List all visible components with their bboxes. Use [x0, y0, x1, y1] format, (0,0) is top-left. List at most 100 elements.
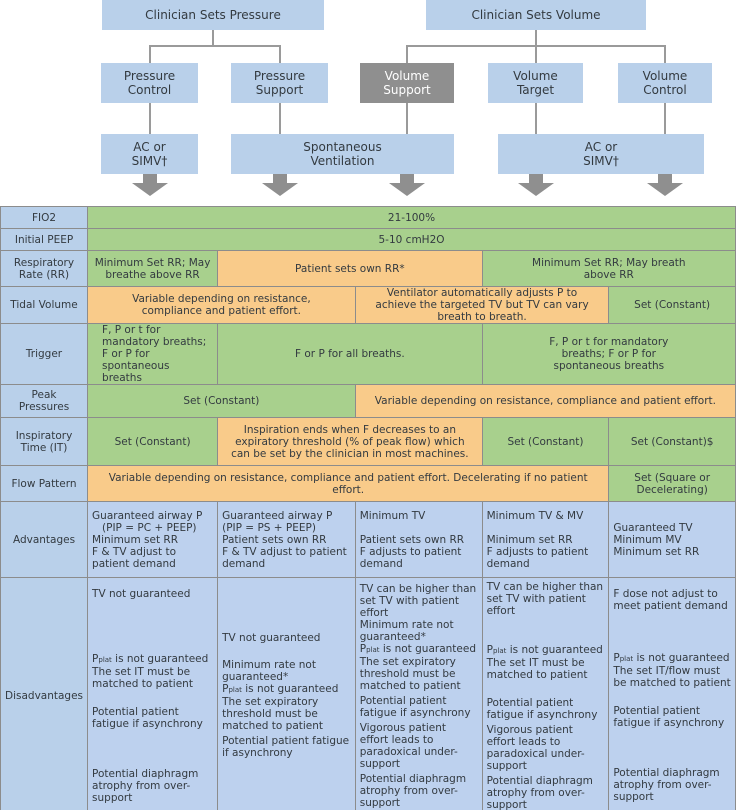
text-line: Vigorous patient effort leads to paradox…	[359, 721, 458, 770]
cell-value: 21-100%	[87, 206, 736, 229]
text-line: The set expiratory threshold must be mat…	[359, 655, 461, 692]
text-line: Vigorous patient effort leads to paradox…	[486, 723, 585, 772]
cell-value: Minimum Set RR; May breathe above RR	[87, 250, 219, 287]
cell-value: F dose not adjust to meet patient demand…	[608, 577, 736, 810]
text-line: Pplat is not guaranteed	[92, 653, 213, 666]
text-line: F adjusts to patient demand	[486, 545, 589, 570]
text-line: F adjusts to patient demand	[359, 545, 462, 570]
cell-value: F or P for all breaths.	[217, 323, 483, 385]
text-line: (PIP = PC + PEEP)	[102, 521, 197, 534]
text-line: Guaranteed airway P	[92, 509, 203, 522]
cell-value: Inspiration ends when F decreases to an …	[217, 417, 483, 466]
connector	[406, 103, 408, 134]
down-arrow-icon	[518, 174, 554, 196]
text-line: Potential patient fatigue if asynchrony	[359, 694, 471, 719]
comparison-table: FIO2 21-100% Initial PEEP 5-10 cmH2O Res…	[0, 206, 736, 810]
cell-value: F, P or t for mandatory breaths; F or P …	[481, 323, 736, 385]
pplat-text: is not guaranteed	[382, 642, 476, 655]
cell-value: Patient sets own RR*	[217, 250, 483, 287]
row-label: Inspiratory Time (IT)	[0, 417, 89, 466]
connector	[664, 45, 666, 63]
connector	[664, 103, 666, 134]
row-tidal-volume: Tidal Volume Variable depending on resis…	[0, 286, 736, 324]
connector	[149, 45, 280, 47]
row-label: Tidal Volume	[0, 286, 89, 324]
text-line: TV can be higher than set TV with patien…	[359, 582, 477, 619]
row-inspiratory-time: Inspiratory Time (IT) Set (Constant) Ins…	[0, 417, 736, 466]
text-line: F dose not adjust to meet patient demand	[613, 588, 728, 612]
cell-value: Variable depending on resistance, compli…	[87, 286, 356, 324]
text-line: Potential patient fatigue if asynchrony	[222, 735, 350, 759]
text-line: Minimum set RR	[92, 533, 179, 546]
cell-value: Set (Constant)	[608, 286, 736, 324]
pplat-symbol: P	[359, 642, 367, 655]
pplat-subscript: plat	[366, 645, 380, 654]
connector	[149, 103, 151, 134]
cell-value: Minimum Set RR; May breath above RR	[481, 250, 736, 287]
cell-value: Guaranteed airway P (PIP = PC + PEEP) Mi…	[87, 501, 219, 578]
text-line: F & TV adjust to patient demand	[222, 545, 347, 570]
pplat-symbol: P	[613, 652, 620, 664]
text-line: Potential patient fatigue if asynchrony	[486, 696, 598, 721]
pplat-symbol: P	[222, 683, 229, 695]
text-line: Minimum rate not guaranteed*	[359, 618, 454, 643]
mode-volume-control: Volume Control	[618, 63, 712, 103]
pplat-text: is not guaranteed	[115, 652, 209, 665]
down-arrow-icon	[647, 174, 683, 196]
breath-type-ac-simv-left: AC or SIMV†	[101, 134, 198, 174]
row-trigger: Trigger F, P or t for mandatory breaths;…	[0, 323, 736, 385]
row-advantages: Advantages Guaranteed airway P (PIP = PC…	[0, 501, 736, 578]
cell-value: Minimum TV & MV Minimum set RR F adjusts…	[481, 501, 610, 578]
down-arrow-icon	[262, 174, 298, 196]
connector	[212, 30, 214, 46]
cell-value: Set (Constant)	[87, 417, 219, 466]
cell-value: TV can be higher than set TV with patien…	[354, 577, 483, 810]
row-label: Respiratory Rate (RR)	[0, 250, 89, 287]
text-line: Pplat is not guaranteed	[222, 683, 351, 696]
cell-value: Minimum TV Patient sets own RR F adjusts…	[354, 501, 483, 578]
cell-value: 5-10 cmH2O	[87, 228, 736, 251]
text-line: The set IT must be matched to patient	[486, 656, 588, 681]
row-label: Initial PEEP	[0, 228, 89, 251]
pplat-symbol: P	[486, 643, 493, 656]
breath-type-spontaneous: Spontaneous Ventilation	[231, 134, 454, 174]
cell-value: Set (Constant)$	[608, 417, 736, 466]
mode-pressure-support: Pressure Support	[231, 63, 328, 103]
text-line: Pplat is not guaranteed	[613, 652, 731, 665]
text-line: The set expiratory threshold must be mat…	[222, 696, 324, 732]
pplat-subscript: plat	[228, 686, 242, 694]
connector	[535, 103, 537, 134]
text-line: Guaranteed TV	[613, 521, 693, 534]
connector	[535, 30, 537, 46]
text-line: Potential diaphragm atrophy from over-su…	[486, 774, 593, 810]
row-label: FIO2	[0, 206, 89, 229]
breath-type-ac-simv-right: AC or SIMV†	[498, 134, 704, 174]
cell-value: TV not guaranteed Minimum rate not guara…	[217, 577, 356, 810]
row-flow-pattern: Flow Pattern Variable depending on resis…	[0, 465, 736, 502]
pplat-subscript: plat	[619, 655, 634, 663]
cell-value: F, P or t for mandatory breaths; F or P …	[87, 323, 219, 385]
volume-header: Clinician Sets Volume	[426, 0, 646, 30]
row-label: Disadvantages	[0, 577, 89, 810]
down-arrow-icon	[132, 174, 168, 196]
connector	[535, 45, 537, 63]
mode-pressure-control: Pressure Control	[101, 63, 198, 103]
text-line: Potential diaphragm atrophy from over-su…	[613, 767, 720, 803]
row-respiratory-rate: Respiratory Rate (RR) Minimum Set RR; Ma…	[0, 250, 736, 287]
text-line: TV not guaranteed	[92, 587, 191, 600]
cell-value: Ventilator automatically adjusts P to ac…	[354, 286, 610, 324]
text-line: Patient sets own RR	[359, 533, 465, 546]
cell-value: Variable depending on resistance, compli…	[87, 465, 610, 502]
pplat-text: is not guaranteed	[245, 683, 339, 695]
row-label: Flow Pattern	[0, 465, 89, 502]
text-line: Potential diaphragm atrophy from over-su…	[359, 772, 467, 809]
cell-value: Set (Constant)	[481, 417, 610, 466]
row-disadvantages: Disadvantages TV not guaranteed Pplat is…	[0, 577, 736, 810]
pressure-header: Clinician Sets Pressure	[102, 0, 324, 30]
connector	[279, 103, 281, 134]
text-line: Pplat is not guaranteed	[487, 644, 605, 657]
row-label: Trigger	[0, 323, 89, 385]
pplat-subscript: plat	[98, 655, 112, 664]
text-line: F & TV adjust to patient demand	[92, 545, 177, 570]
row-fio2: FIO2 21-100%	[0, 206, 736, 229]
